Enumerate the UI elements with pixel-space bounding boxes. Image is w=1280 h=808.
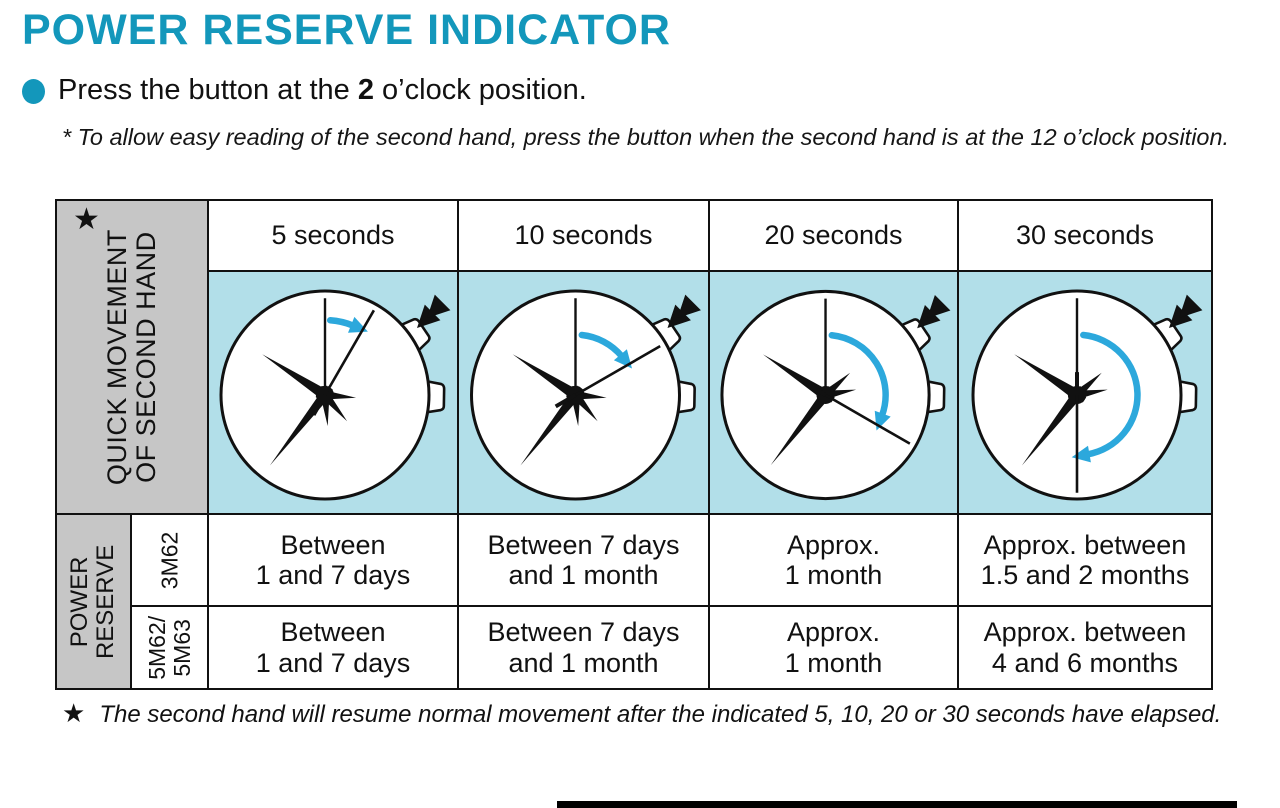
button-pointer-icon [1169, 294, 1203, 328]
bullet-icon [22, 79, 45, 104]
instruction-text: Press the button at the 2 o’clock positi… [58, 74, 587, 107]
column-header-10s: 10 seconds [459, 201, 708, 270]
watch-illustration-20s [710, 272, 957, 513]
cell-line: and 1 month [508, 560, 659, 590]
cell-line: Approx. [786, 529, 881, 560]
corner-label-line2: OF SECOND HAND [131, 231, 162, 483]
footnote-text: The second hand will resume normal movem… [99, 701, 1222, 728]
instruction-bold: 2 [357, 74, 374, 106]
star-icon: ★ [73, 203, 100, 236]
model-5m62-label: 5M62/ [143, 615, 170, 680]
note-text: * To allow easy reading of the second ha… [62, 121, 1273, 154]
cell-line: 1 and 7 days [255, 647, 411, 678]
cell-line: Between [280, 529, 386, 560]
watch-illustration-5s [209, 272, 457, 513]
cell-line: Between 7 days [487, 617, 680, 648]
cell-line: 1.5 and 2 months [980, 560, 1190, 590]
star-icon: ★ [62, 698, 86, 728]
cell-line: Approx. [786, 617, 881, 648]
power-reserve-line1: POWER [66, 556, 94, 647]
model-3m62-label: 3M62 [156, 531, 183, 589]
instruction-pre: Press the button at the [58, 74, 358, 106]
button-pointer-icon [417, 294, 451, 328]
model-5m63-label: 5M63 [168, 618, 195, 677]
scan-artifact-bar [557, 801, 1237, 808]
watch-illustration-10s [459, 272, 708, 513]
corner-label-line1: QUICK MOVEMENT [101, 228, 132, 486]
instruction-post: o’clock position. [374, 74, 587, 106]
power-reserve-table: ★ QUICK MOVEMENT OF SECOND HAND 5 second… [55, 199, 1213, 690]
footnote: ★ The second hand will resume normal mov… [62, 699, 1242, 730]
column-header-30s: 30 seconds [959, 201, 1211, 270]
reserve-3m62-20s: Approx.1 month [710, 515, 957, 605]
button-pointer-icon [917, 294, 951, 329]
page-title: POWER RESERVE INDICATOR [22, 6, 671, 54]
column-header-20s: 20 seconds [710, 201, 957, 270]
model-cell-3m62: 3M62 [132, 515, 207, 605]
power-reserve-line2: RESERVE [92, 544, 120, 659]
cell-line: and 1 month [508, 647, 659, 678]
cell-line: 1 month [784, 560, 883, 590]
cell-line: Between 7 days [487, 529, 680, 560]
power-reserve-header-cell: POWER RESERVE [57, 515, 130, 688]
cell-line: Approx. between [983, 529, 1187, 560]
note-body: To allow easy reading of the second hand… [71, 124, 1230, 150]
column-header-5s: 5 seconds [209, 201, 457, 270]
cell-line: 4 and 6 months [991, 647, 1179, 678]
model-cell-5m62-5m63: 5M62/ 5M63 [132, 607, 207, 688]
button-pointer-icon [667, 294, 701, 328]
corner-header-label: QUICK MOVEMENT OF SECOND HAND [101, 228, 162, 486]
instruction-row: Press the button at the 2 o’clock positi… [22, 74, 587, 107]
cell-line: Approx. between [983, 617, 1187, 648]
corner-header-cell: ★ QUICK MOVEMENT OF SECOND HAND [57, 201, 207, 513]
cell-line: 1 and 7 days [255, 560, 411, 590]
power-reserve-label: POWER RESERVE [66, 544, 120, 659]
asterisk-marker: * [62, 124, 72, 150]
cell-line: 1 month [784, 647, 883, 678]
cell-line: Between [280, 617, 386, 648]
reserve-5m62-20s: Approx.1 month [710, 607, 957, 688]
watch-illustration-30s [959, 272, 1211, 513]
